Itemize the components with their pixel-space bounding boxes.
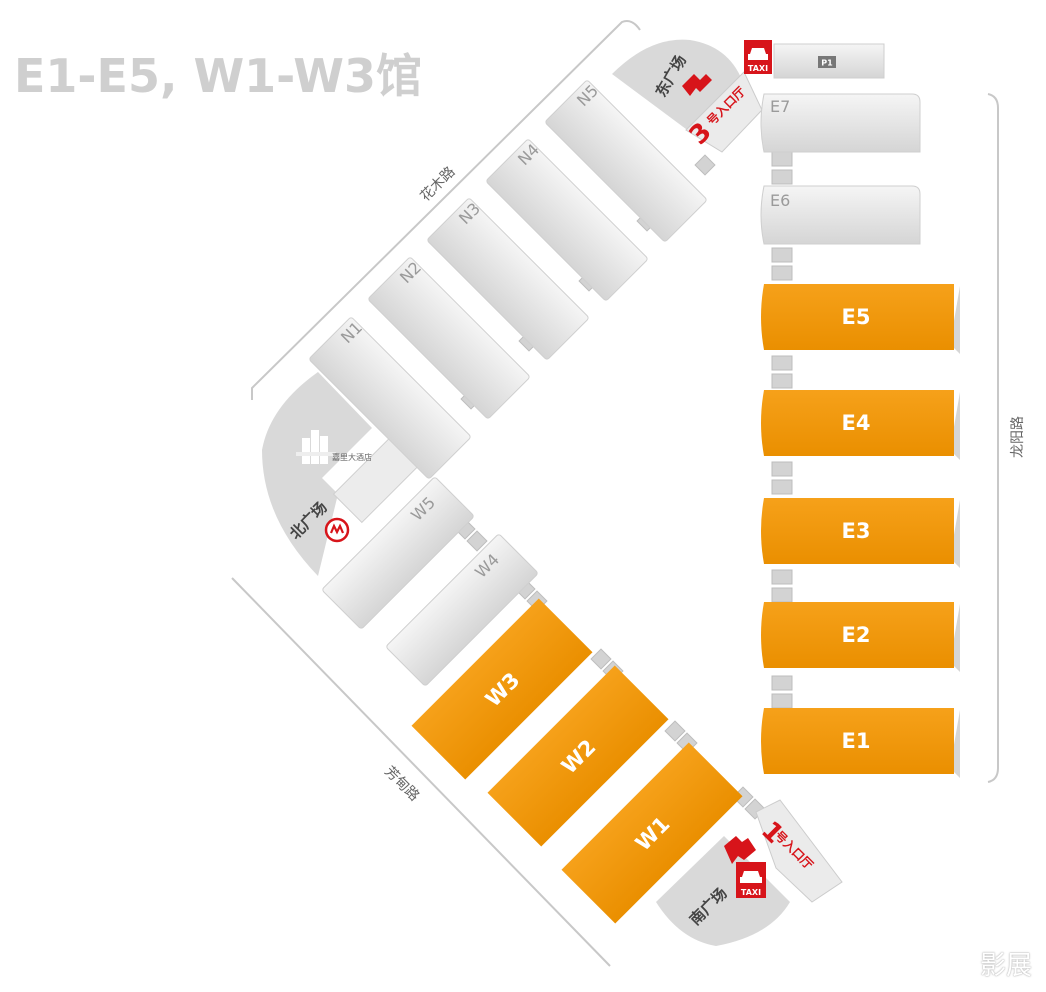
taxi-label-south: TAXI: [741, 888, 761, 897]
entrance-1-hall: [755, 799, 843, 903]
hall-E7-label: E7: [770, 97, 790, 116]
taxi-icon: TAXI: [744, 40, 772, 74]
hall-E6-label: E6: [770, 191, 790, 210]
hall-W3[interactable]: W3: [411, 598, 593, 780]
hall-N1[interactable]: N1: [309, 317, 472, 480]
hall-E6[interactable]: E6: [760, 185, 921, 245]
south-entrance-marker: [724, 836, 756, 864]
west-halls: W5 W4 W3 W2 W1: [322, 477, 766, 924]
taxi-icon-south: TAXI: [736, 862, 766, 898]
hall-E1[interactable]: E1: [761, 708, 960, 778]
road-line-southwest: [231, 577, 611, 967]
taxi-label: TAXI: [748, 64, 768, 73]
page-title: E1-E5, W1-W3馆: [14, 49, 422, 103]
east-halls: E7 E6 E5 E4 E3 E2 E1: [760, 93, 960, 778]
hall-W1[interactable]: W1: [561, 742, 743, 924]
entrance-marker-icon: [682, 74, 712, 96]
parking-p1-label: P1: [821, 59, 833, 68]
building-icon: [296, 430, 336, 464]
hall-E5-label: E5: [842, 305, 871, 329]
metro-icon: [324, 517, 350, 543]
hall-E2-label: E2: [842, 623, 871, 647]
hall-E4-label: E4: [842, 411, 871, 435]
road-label-east: 龙阳路: [1010, 416, 1026, 458]
east-connectors: [771, 151, 793, 709]
road-label-southwest: 芳甸路: [381, 763, 423, 805]
hall-E2[interactable]: E2: [761, 602, 960, 672]
road-label-north: 花木路: [418, 164, 459, 205]
hall-E3-label: E3: [842, 519, 871, 543]
north-plaza: [262, 372, 372, 576]
south-plaza: [656, 836, 790, 946]
hotel-label: 嘉里大酒店: [332, 452, 372, 462]
hall-E3[interactable]: E3: [761, 498, 960, 568]
road-line-north: [251, 20, 641, 400]
hall-E7[interactable]: E7: [760, 93, 921, 153]
hall-W2[interactable]: W2: [487, 665, 669, 847]
north-halls: N1 N2 N3 N4 N5: [309, 80, 716, 480]
hall-E4[interactable]: E4: [761, 390, 960, 460]
parking-p1-badge: [818, 56, 836, 68]
hall-W5[interactable]: W5: [322, 477, 475, 630]
hall-E5[interactable]: E5: [761, 284, 960, 354]
road-lines: [231, 20, 999, 967]
road-line-east: [987, 93, 999, 783]
hall-E1-label: E1: [842, 729, 871, 753]
hall-W4[interactable]: W4: [386, 534, 539, 687]
watermark: 影展: [979, 951, 1032, 981]
